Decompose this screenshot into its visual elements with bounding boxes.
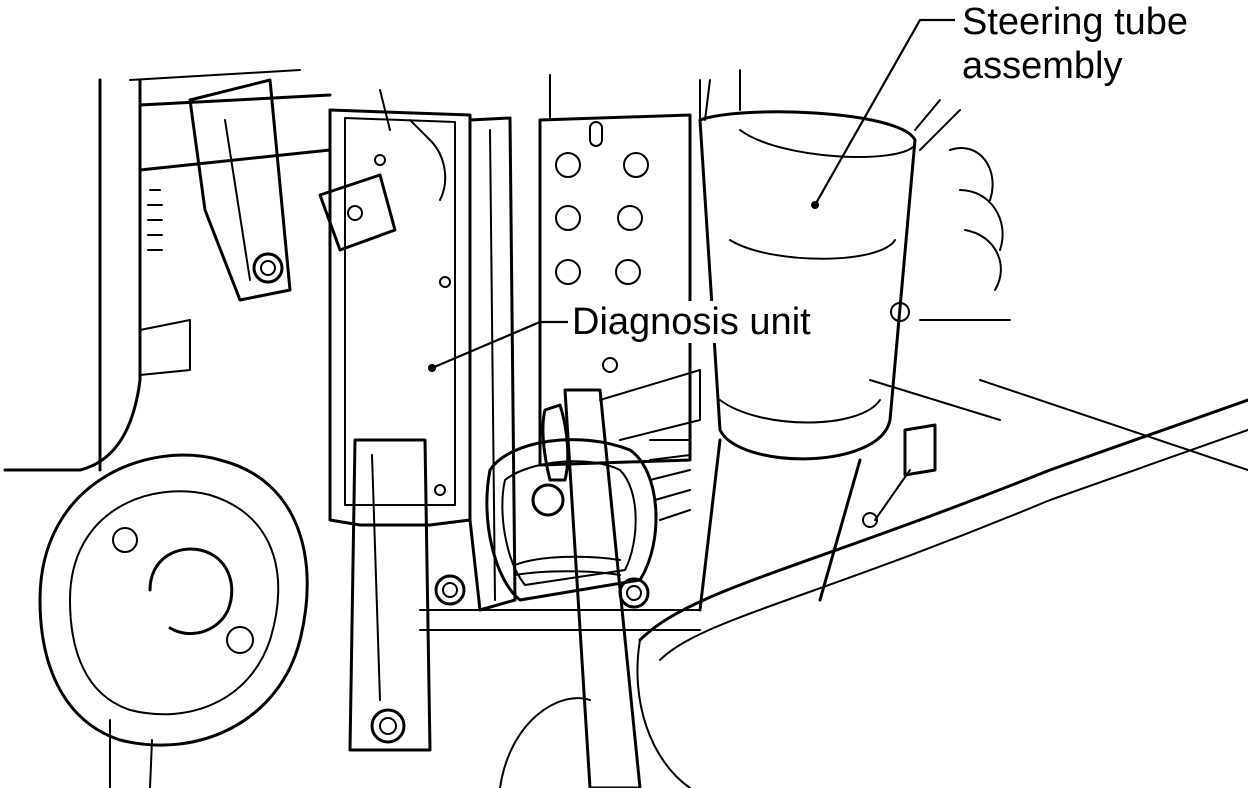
label-steering-tube-line2: assembly — [958, 44, 1193, 88]
bracket-upper — [188, 78, 292, 302]
leader-dot-steering-tube — [811, 201, 819, 209]
right-assembly — [499, 319, 1248, 788]
label-diagnosis-unit: Diagnosis unit — [568, 300, 815, 344]
label-steering-tube: Steering tube assembly — [958, 0, 1193, 88]
leader-diagnosis-unit — [431, 320, 570, 370]
center-mechanism — [419, 403, 701, 631]
label-steering-tube-line1: Steering tube — [958, 0, 1193, 44]
bracket-strip — [468, 116, 517, 612]
leader-dot-diagnosis-unit — [428, 364, 436, 372]
pulley — [38, 453, 309, 788]
leader-steering-tube — [814, 18, 955, 206]
perforated-panel — [538, 74, 701, 467]
frame-left — [3, 69, 332, 472]
push-rod — [563, 369, 701, 788]
steering-tube — [698, 69, 1004, 612]
diagnosis-unit-plate — [318, 89, 472, 527]
pedal-arm — [348, 438, 432, 752]
label-diagnosis-unit-text: Diagnosis unit — [568, 301, 815, 343]
